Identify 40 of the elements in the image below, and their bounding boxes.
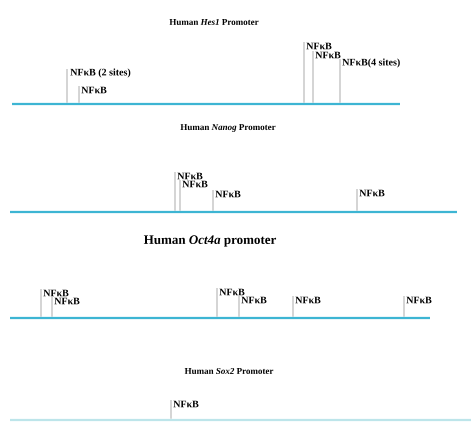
site-label: NFκB xyxy=(173,400,198,408)
site-label: NFκB xyxy=(241,296,266,304)
leader-line xyxy=(238,296,240,317)
leader-line xyxy=(170,400,172,419)
leader-line xyxy=(292,296,294,317)
promoter-title: Human Hes1 Promoter xyxy=(170,18,258,26)
site-label: NFκB xyxy=(215,190,240,198)
site-label: NFκB (2 sites) xyxy=(70,68,130,78)
site-label: NFκB xyxy=(43,290,68,296)
site-label: NFκB xyxy=(315,52,340,58)
site-label: NFκB xyxy=(219,288,244,296)
promoter-title: Human Sox2 Promoter xyxy=(184,368,274,374)
promoter-title: Human Nanog Promoter xyxy=(180,124,276,132)
leader-line xyxy=(216,288,218,317)
promoter-line xyxy=(10,316,430,320)
site-label: NFκB xyxy=(182,180,208,188)
site-label: NFκB(4 sites) xyxy=(342,58,400,68)
site-label: NFκB xyxy=(359,190,384,196)
site-label: NFκB xyxy=(406,296,432,304)
promoter-title: Human Oct4a promoter xyxy=(144,235,276,247)
leader-line xyxy=(174,172,176,211)
promoter-line xyxy=(10,418,471,422)
leader-line xyxy=(66,69,68,103)
site-label: NFκB xyxy=(306,42,332,50)
promoter-line xyxy=(12,102,400,106)
leader-line xyxy=(179,180,181,211)
leader-line xyxy=(212,190,214,211)
site-label: NFκB xyxy=(295,296,320,304)
leader-line xyxy=(356,189,358,211)
leader-line xyxy=(403,296,405,317)
leader-line xyxy=(78,86,80,103)
leader-line xyxy=(303,42,305,103)
leader-line xyxy=(51,297,53,317)
site-label: NFκB xyxy=(177,172,202,180)
leader-line xyxy=(312,51,314,103)
promoter-line xyxy=(10,210,457,214)
leader-line xyxy=(40,288,42,317)
leader-line xyxy=(339,59,341,103)
site-label: NFκB xyxy=(81,86,106,94)
site-label: NFκB xyxy=(54,298,80,304)
